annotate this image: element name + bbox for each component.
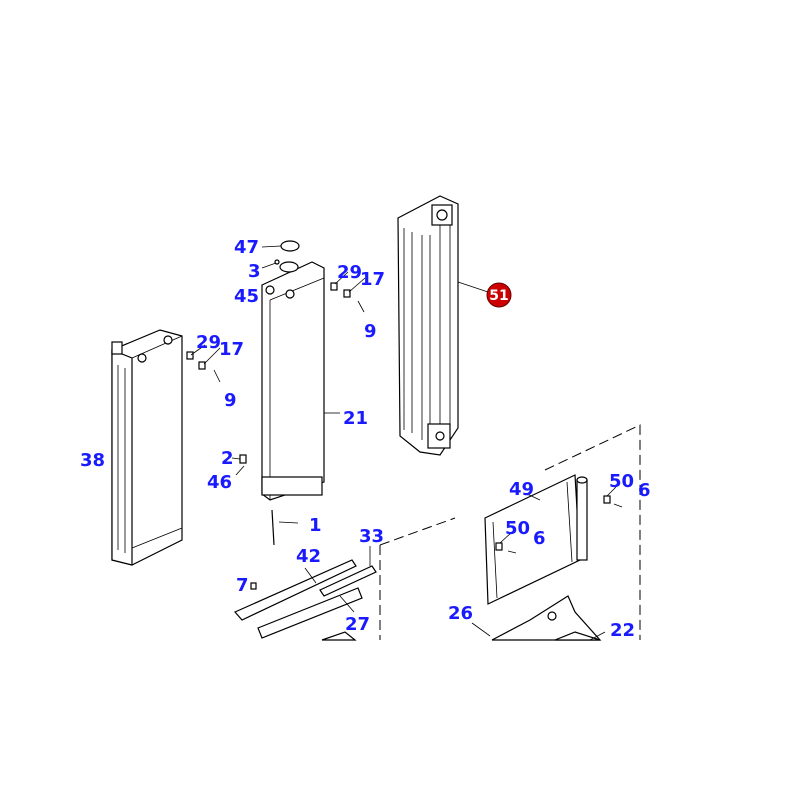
fasteners-50-6: [495, 486, 623, 554]
callout-1: 1: [309, 515, 322, 536]
part-21-radiator: [261, 261, 340, 501]
part-47-cap: [261, 240, 300, 252]
callout-2: 2: [221, 448, 234, 469]
part-7-bolt: [250, 582, 257, 590]
highlight-badge: [486, 282, 512, 308]
callout-29-upper: 29: [337, 262, 362, 283]
callout-27: 27: [345, 614, 370, 635]
callout-9-lower: 9: [224, 390, 237, 411]
callout-42: 42: [296, 546, 321, 567]
callout-50-upper: 50: [609, 471, 634, 492]
part-33-strip: [319, 546, 377, 597]
callout-49: 49: [509, 479, 534, 500]
fasteners-upper: [330, 271, 366, 313]
part-51-oil-cooler: [397, 195, 489, 456]
callout-22: 22: [610, 620, 635, 641]
callout-17-upper: 17: [360, 269, 385, 290]
bottom-frame-edge: [321, 631, 357, 641]
dashed-frame: [379, 424, 641, 640]
part-2-46-plug: [231, 454, 247, 476]
callout-6-lower: 6: [533, 528, 546, 549]
part-22-bracket: [554, 631, 606, 641]
callout-9-upper: 9: [364, 321, 377, 342]
callout-46: 46: [207, 472, 232, 493]
callout-17-lower: 17: [219, 339, 244, 360]
callout-33: 33: [359, 526, 384, 547]
callout-6-upper: 6: [638, 480, 651, 501]
part-3-gasket: [261, 259, 280, 269]
callout-38: 38: [80, 450, 105, 471]
callout-labels: 47 3 45 29 17 9 29 17 9 21 38 2 46 1 42 …: [80, 237, 651, 641]
callout-21: 21: [343, 408, 368, 429]
callout-26: 26: [448, 603, 473, 624]
fasteners-lower: [186, 344, 221, 383]
callout-47: 47: [234, 237, 259, 258]
callout-50-lower: 50: [505, 518, 530, 539]
callout-51-highlight: 51: [486, 282, 512, 308]
part-27-bracket: [257, 587, 363, 639]
callout-7: 7: [236, 575, 249, 596]
part-49-condenser: [484, 474, 588, 605]
part-1-hose: [271, 509, 299, 546]
part-42-bracket: [234, 559, 357, 621]
callout-29-lower: 29: [196, 332, 221, 353]
callout-3: 3: [248, 261, 261, 282]
part-38-radiator: [111, 329, 183, 566]
callout-45: 45: [234, 286, 259, 307]
callout-51: 51: [489, 288, 508, 304]
